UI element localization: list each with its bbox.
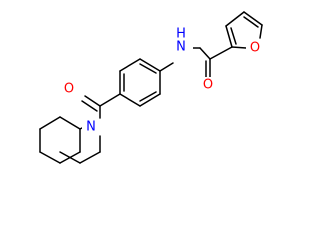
bond [39, 116, 61, 130]
atom-furan-o: O [246, 40, 264, 56]
bond [139, 91, 157, 102]
bond [59, 151, 81, 164]
bond [79, 151, 101, 164]
atom-ring-n: N [82, 119, 100, 135]
bond [225, 11, 245, 27]
molecule-diagram: H N O O O N [39, 11, 264, 164]
atom-amide-o: O [199, 77, 217, 93]
bond [243, 16, 259, 28]
atom-ketone-o-label: O [64, 82, 74, 97]
bond [225, 25, 233, 48]
atom-amide-n-label: N [176, 40, 186, 55]
bond [99, 93, 121, 107]
bond [39, 151, 61, 164]
atom-furan-o-label: O [250, 41, 260, 56]
atom-amide-n-h-label: H [176, 27, 186, 42]
bond [139, 58, 161, 72]
bond [119, 58, 141, 72]
atom-ring-n-label: N [86, 120, 96, 135]
bond [199, 47, 211, 60]
atom-amide-o-label: O [203, 78, 213, 93]
bond [59, 116, 81, 130]
bond-layer [39, 11, 263, 164]
bond [139, 93, 161, 107]
atom-amide-n: H N [173, 27, 193, 55]
bond [81, 100, 98, 112]
bond [139, 63, 157, 74]
bond [230, 27, 237, 45]
bond [84, 95, 101, 107]
bond [119, 93, 141, 107]
bond [259, 24, 263, 39]
bond [231, 46, 247, 49]
bond [159, 62, 174, 72]
atom-ketone-o: O [60, 81, 78, 97]
bond [209, 46, 233, 60]
bond [243, 11, 263, 26]
